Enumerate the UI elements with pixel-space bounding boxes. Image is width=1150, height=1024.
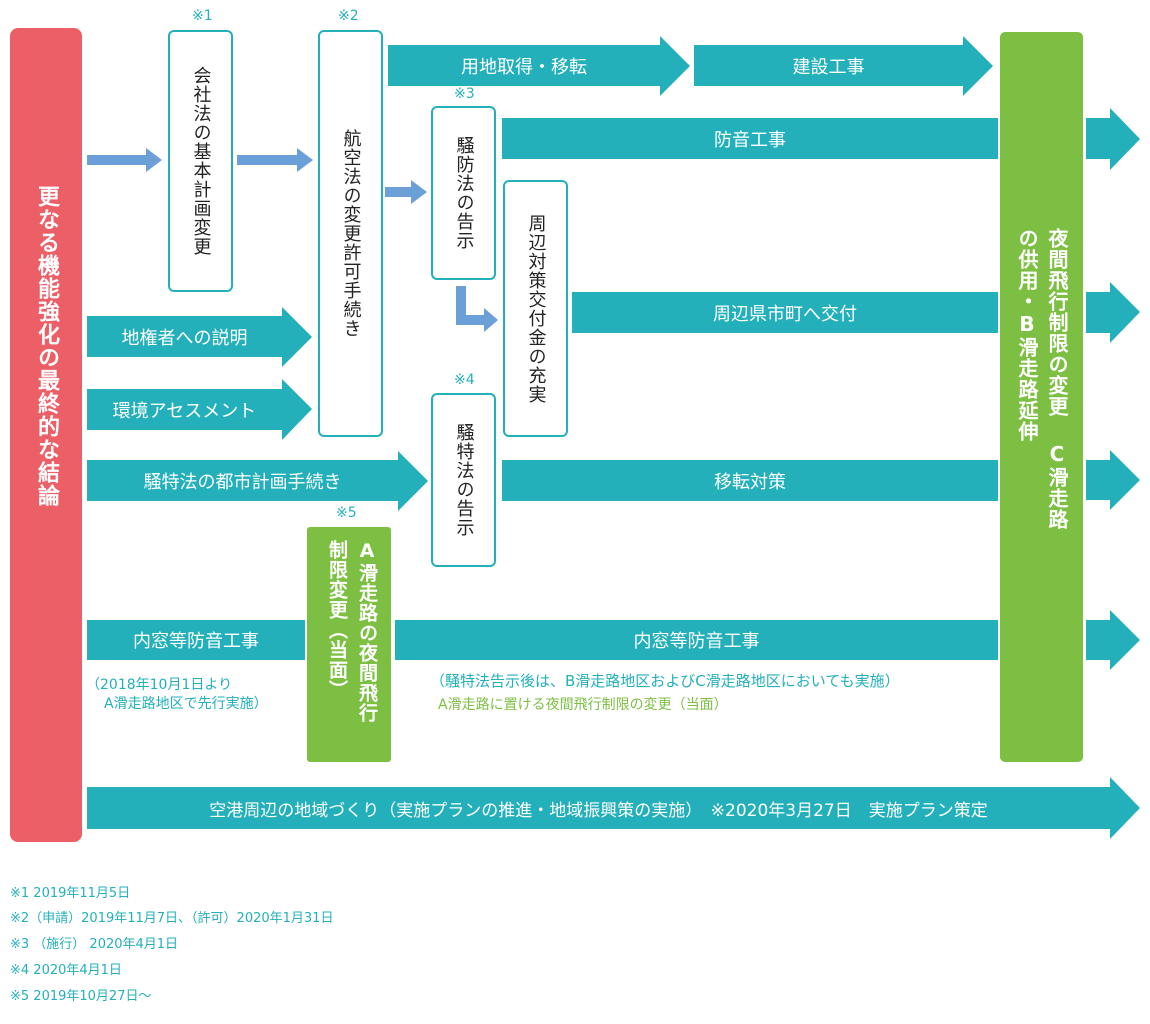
relocation-output-arrow xyxy=(1086,450,1140,510)
aviation-permit-label: 航空法の変更許可手続き xyxy=(340,129,362,338)
community-arrow xyxy=(87,777,1140,839)
mark-3: ※3 xyxy=(454,86,475,102)
special-law-notice-label: 騒特法の告示 xyxy=(453,423,475,537)
noise-output-arrow xyxy=(1086,108,1140,170)
blue-arrow-1 xyxy=(87,148,162,172)
mark-5: ※5 xyxy=(336,505,357,521)
night-flight-box-bg xyxy=(307,527,391,762)
urban-planning-arrow xyxy=(87,451,428,511)
inner-right-note-2: A滑走路に置ける夜間飛行制限の変更（当面） xyxy=(438,697,728,713)
grant-enhance-box: 周辺対策交付金の充実 xyxy=(503,180,568,437)
relocation-bar xyxy=(502,460,998,501)
grant-label: 周辺県市町へ交付 xyxy=(713,303,857,325)
grant-enhance-label: 周辺対策交付金の充実 xyxy=(525,213,547,404)
landowner-label: 地権者への説明 xyxy=(121,327,248,349)
land-acquisition-arrow xyxy=(388,36,690,96)
urban-planning-label: 騒特法の都市計画手続き xyxy=(143,471,342,493)
night-flight-label: A滑走路の夜間飛行 制限変更（当面） xyxy=(326,540,378,723)
footnote-3: ※3 （施行） 2020年4月1日 xyxy=(10,937,179,952)
construction-arrow xyxy=(694,36,993,96)
inner-window-output-arrow xyxy=(1086,610,1140,670)
mark-2: ※2 xyxy=(338,8,359,24)
inner-left-note-2: A滑走路地区で先行実施） xyxy=(104,696,268,712)
grant-output-arrow xyxy=(1086,282,1140,343)
noise-law-notice-box: 騒防法の告示 xyxy=(431,106,496,280)
blue-arrow-2 xyxy=(237,148,313,172)
inner-right-note-1: （騒特法告示後は、B滑走路地区およびC滑走路地区においても実施） xyxy=(430,672,900,690)
grant-bar xyxy=(572,292,998,333)
footnote-2: ※2（申請）2019年11月7日、（許可）2020年1月31日 xyxy=(10,911,334,926)
footnote-4: ※4 2020年4月1日 xyxy=(10,963,122,978)
inner-window-right-label: 内窓等防音工事 xyxy=(633,631,760,652)
mark-4: ※4 xyxy=(454,372,475,388)
inner-window-right-bar xyxy=(395,620,998,660)
noise-insulation-bar xyxy=(502,118,998,159)
footnote-5: ※5 2019年10月27日〜 xyxy=(10,989,152,1004)
inner-window-left-bar xyxy=(87,620,305,660)
company-plan-label: 会社法の基本計画変更 xyxy=(190,66,212,256)
assessment-label: 環境アセスメント xyxy=(112,400,257,422)
assessment-arrow xyxy=(87,379,312,440)
left-panel-label: 更なる機能強化の最終的な結論 xyxy=(34,185,59,507)
special-law-notice-box: 騒特法の告示 xyxy=(431,393,496,567)
aviation-permit-box: 航空法の変更許可手続き xyxy=(318,30,383,437)
company-plan-box: 会社法の基本計画変更 xyxy=(168,30,233,292)
left-conclusion-panel xyxy=(10,28,82,842)
footnote-1: ※1 2019年11月5日 xyxy=(10,886,131,901)
blue-elbow-arrow xyxy=(456,286,498,332)
right-panel-label: 夜間飛行制限の変更 C滑走路の供用・B滑走路延伸 xyxy=(1015,228,1069,530)
construction-label: 建設工事 xyxy=(792,56,865,78)
relocation-label: 移転対策 xyxy=(714,471,786,493)
landowner-arrow xyxy=(87,307,312,367)
blue-arrow-3 xyxy=(385,180,427,204)
inner-window-left-label: 内窓等防音工事 xyxy=(133,631,259,652)
inner-left-note-1: （2018年10月1日より xyxy=(86,677,233,693)
noise-law-notice-label: 騒防法の告示 xyxy=(453,136,475,250)
community-label: 空港周辺の地域づくり（実施プランの推進・地域振興策の実施） ※2020年3月27… xyxy=(209,800,988,821)
land-acquisition-label: 用地取得・移転 xyxy=(461,56,587,78)
noise-insulation-label: 防音工事 xyxy=(714,129,786,151)
right-result-panel xyxy=(1000,32,1083,762)
mark-1: ※1 xyxy=(192,8,213,24)
